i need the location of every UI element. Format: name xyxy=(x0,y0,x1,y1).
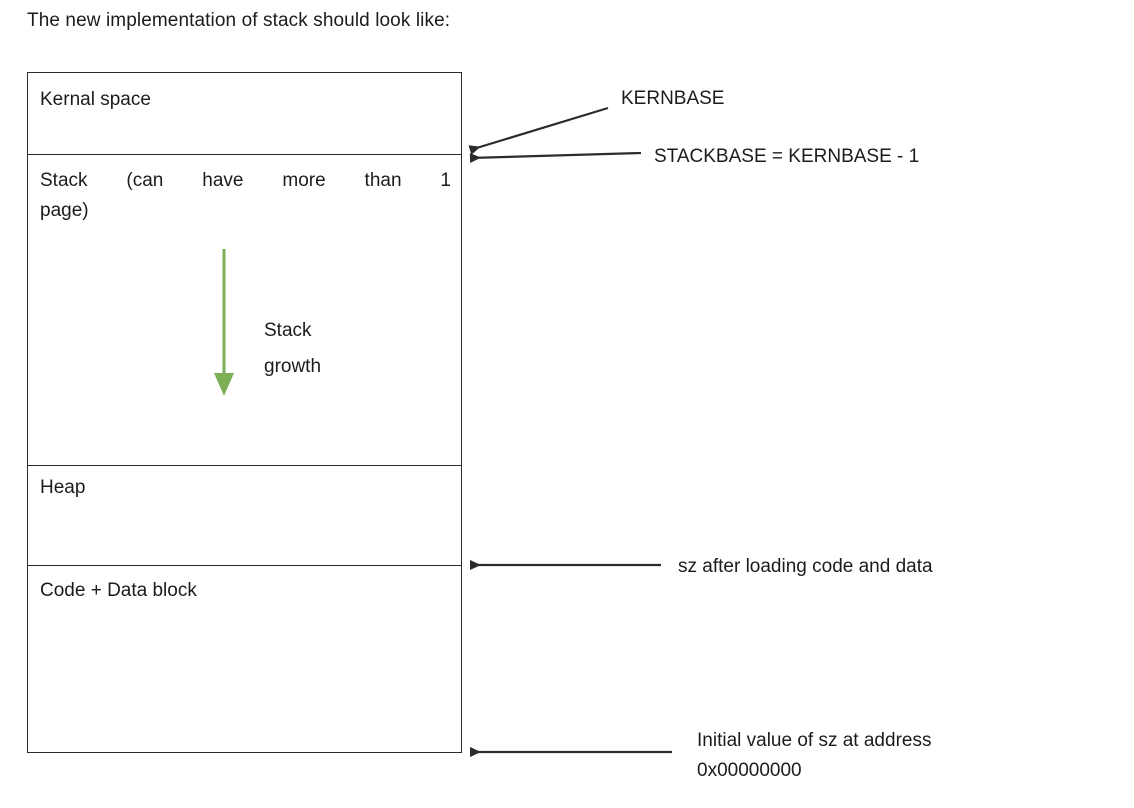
callout-sz-initial-value: Initial value of sz at address 0x0000000… xyxy=(697,730,932,781)
divider-stack-heap xyxy=(28,465,461,466)
region-label-stack-line1: Stack (can have more than 1 xyxy=(40,170,451,191)
intro-caption: The new implementation of stack should l… xyxy=(27,10,451,31)
stack-growth-label-line1: Stack xyxy=(264,320,312,341)
memory-layout-box: Kernal space Stack (can have more than 1… xyxy=(27,72,462,753)
region-label-kernel-space: Kernal space xyxy=(40,89,151,110)
region-label-stack-line2: page) xyxy=(40,200,89,221)
memory-region-heap: Heap xyxy=(28,465,461,565)
region-label-heap: Heap xyxy=(40,477,86,498)
callout-stackbase: STACKBASE = KERNBASE - 1 xyxy=(654,146,920,167)
divider-heap-code xyxy=(28,565,461,566)
region-label-code-data: Code + Data block xyxy=(40,580,197,601)
memory-region-stack: Stack (can have more than 1 page) xyxy=(28,154,461,465)
divider-kernel-stack xyxy=(28,154,461,155)
leader-line-kernbase xyxy=(468,106,609,155)
stack-growth-label: Stack growth xyxy=(264,313,321,385)
stack-growth-arrow-icon xyxy=(196,246,256,401)
callout-sz-after-loading: sz after loading code and data xyxy=(678,556,933,577)
memory-region-code-data: Code + Data block xyxy=(28,565,461,752)
region-label-stack: Stack (can have more than 1 page) xyxy=(40,166,451,226)
memory-region-kernel-space: Kernal space xyxy=(28,73,461,154)
callout-kernbase: KERNBASE xyxy=(621,88,725,109)
leader-line-stackbase xyxy=(469,151,642,163)
stack-growth-label-line2: growth xyxy=(264,356,322,377)
